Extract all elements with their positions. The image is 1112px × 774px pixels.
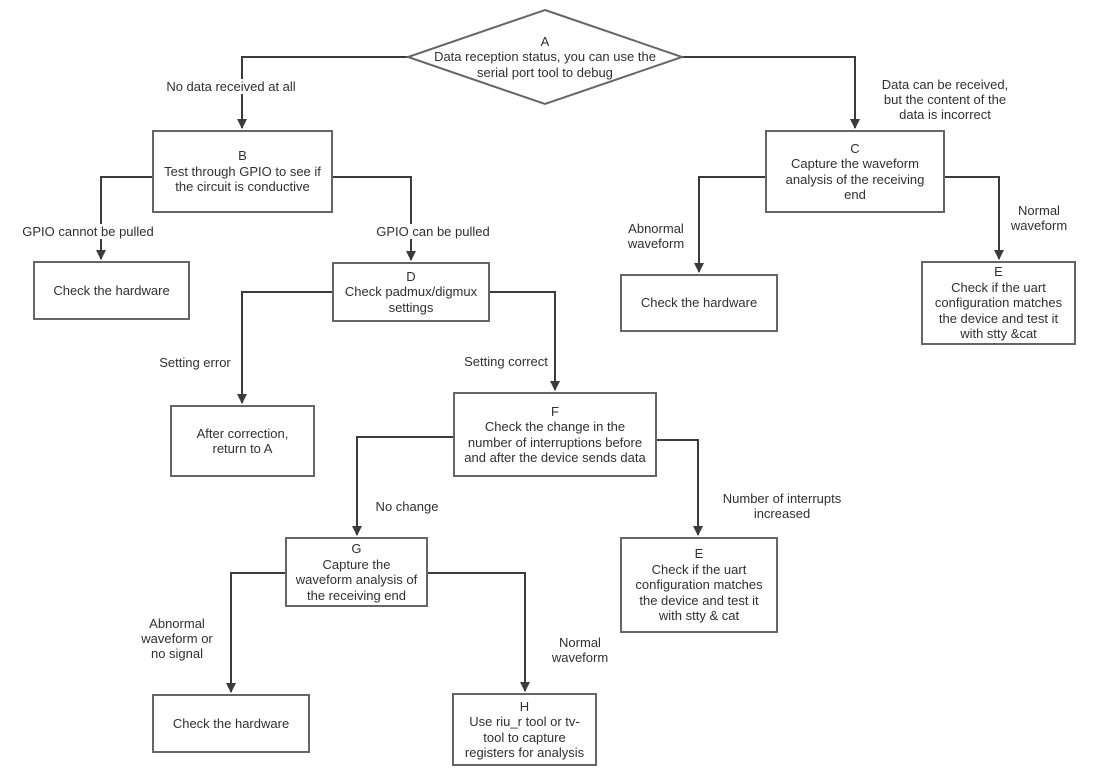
edge-label-normal-waveform-right: Normal waveform	[1008, 203, 1070, 233]
decision-diamond-a	[404, 8, 686, 106]
edge-label-interrupts-increased: Number of interrupts increased	[720, 491, 844, 521]
edge-line-d-f	[490, 291, 560, 391]
edge-line-f-elower	[657, 439, 703, 536]
edge-line-g-h	[428, 572, 530, 692]
edge-line-b-d	[333, 176, 416, 261]
node-e-right: E Check if the uart configuration matche…	[921, 261, 1076, 345]
node-e-lower: E Check if the uart configuration matche…	[620, 537, 778, 633]
edge-line-c-checkhw2	[694, 176, 765, 273]
node-c: C Capture the waveform analysis of the r…	[765, 130, 945, 213]
node-check-hardware-3: Check the hardware	[152, 694, 310, 753]
edge-label-setting-error: Setting error	[157, 355, 233, 370]
edge-line-a-b	[237, 56, 408, 129]
edge-label-no-data-received: No data received at all	[164, 79, 298, 94]
edge-label-abnormal-waveform: Abnormal waveform	[625, 221, 687, 251]
edge-line-d-aftercorrection	[237, 291, 332, 404]
edge-line-a-c	[682, 56, 860, 129]
edge-label-abnormal-waveform-no-signal: Abnormal waveform or no signal	[139, 616, 215, 661]
edge-line-b-checkhw1	[96, 176, 152, 260]
node-h: H Use riu_r tool or tv- tool to capture …	[452, 693, 597, 766]
node-b: B Test through GPIO to see if the circui…	[152, 130, 333, 213]
edge-label-setting-correct: Setting correct	[462, 354, 550, 369]
edge-label-normal-waveform-lower: Normal waveform	[549, 635, 611, 665]
edge-line-g-checkhw3	[226, 572, 285, 693]
edge-label-gpio-can-be-pulled: GPIO can be pulled	[374, 224, 492, 239]
node-after-correction: After correction, return to A	[170, 405, 315, 477]
node-a-decision: A Data reception status, you can use the…	[434, 33, 656, 80]
edge-label-gpio-cannot-be-pulled: GPIO cannot be pulled	[20, 224, 156, 239]
node-d: D Check padmux/digmux settings	[332, 262, 490, 322]
edge-line-f-g	[352, 436, 453, 536]
node-check-hardware-1: Check the hardware	[33, 261, 190, 320]
edge-label-data-received-incorrect: Data can be received, but the content of…	[879, 77, 1011, 122]
edge-line-c-eright	[945, 176, 1004, 260]
node-g: G Capture the waveform analysis of the r…	[285, 537, 428, 607]
node-f: F Check the change in the number of inte…	[453, 392, 657, 477]
node-check-hardware-2: Check the hardware	[620, 274, 778, 332]
edge-label-no-change: No change	[373, 499, 441, 514]
